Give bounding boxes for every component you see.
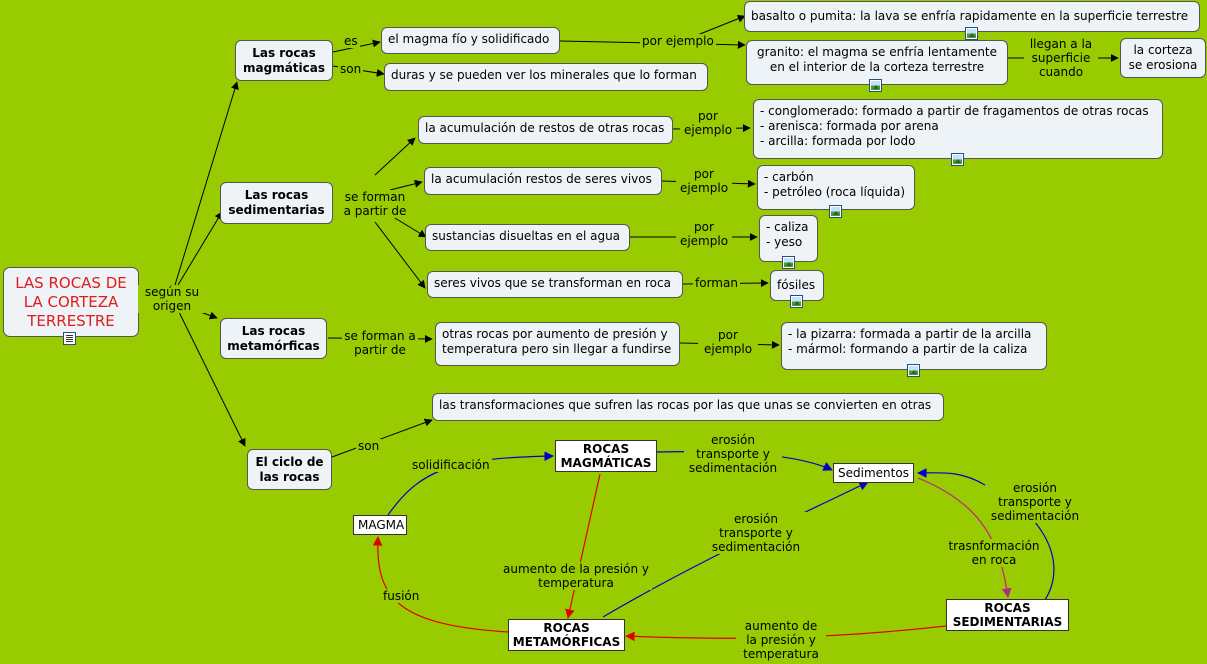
root-topic[interactable]: LAS ROCAS DE LA CORTEZA TERRESTRE (3, 267, 139, 337)
node-ej-sed-2[interactable]: - carbón - petróleo (roca líquida) (757, 165, 915, 210)
node-corteza-erosiona[interactable]: la corteza se erosiona (1120, 38, 1206, 78)
node-ej-sed-1[interactable]: - conglomerado: formado a partir de frag… (753, 99, 1163, 159)
label-forman: forman (693, 276, 740, 290)
node-rocas-sedimentarias[interactable]: Las rocas sedimentarias (220, 182, 333, 224)
label-llegan: llegan a la superficie cuando (1024, 37, 1098, 79)
node-ciclo-rocas[interactable]: El ciclo de las rocas (247, 449, 332, 490)
image-icon[interactable] (907, 364, 920, 377)
node-ej-sed-3[interactable]: - caliza - yeso (759, 215, 818, 262)
node-acumulacion-seres[interactable]: la acumulación restos de seres vivos (424, 167, 662, 195)
cycle-magma[interactable]: MAGMA (353, 515, 407, 535)
label-son-magm: son (338, 62, 364, 76)
cycle-label-erosion-3: erosión transporte y sedimentación (985, 481, 1085, 523)
node-rocas-metamorficas[interactable]: Las rocas metamórficas (220, 318, 327, 359)
cycle-sedimentos[interactable]: Sedimentos (833, 463, 914, 483)
image-icon[interactable] (965, 27, 978, 40)
node-rocas-magmaticas[interactable]: Las rocas magmáticas (235, 40, 333, 81)
cycle-rocas-metamorficas[interactable]: ROCAS METAMÓRFICAS (508, 619, 625, 651)
label-se-forman-met: se forman a partir de (342, 329, 418, 357)
node-basalto[interactable]: basalto o pumita: la lava se enfría rapi… (744, 1, 1200, 32)
node-rocas-magmaticas-label: Las rocas magmáticas (243, 45, 325, 75)
image-icon[interactable] (869, 79, 882, 92)
root-title: LAS ROCAS DE LA CORTEZA TERRESTRE (15, 273, 127, 330)
label-se-forman-sed: se forman a partir de (338, 190, 412, 218)
label-por-ejemplo-4: por ejemplo (676, 220, 732, 248)
node-seres-vivos-roca[interactable]: seres vivos que se transforman en roca (427, 271, 683, 298)
image-icon[interactable] (829, 205, 842, 218)
node-ciclo-rocas-label: El ciclo de las rocas (255, 454, 324, 484)
label-son-ciclo: son (356, 439, 382, 453)
node-magma-frio[interactable]: el magma fío y solidificado (381, 27, 560, 54)
cycle-label-aumento-1: aumento de la presión y temperatura (500, 562, 652, 590)
label-es: es (342, 34, 360, 48)
node-sustancias[interactable]: sustancias disueltas en el agua (425, 224, 630, 251)
cycle-rocas-metamorficas-label: ROCAS METAMÓRFICAS (512, 621, 621, 649)
image-icon[interactable] (782, 256, 795, 269)
label-por-ejemplo-1: por ejemplo (640, 34, 716, 48)
node-duras[interactable]: duras y se pueden ver los minerales que … (384, 63, 708, 91)
cycle-rocas-sedimentarias-label: ROCAS SEDIMENTARIAS (952, 601, 1063, 629)
cycle-rocas-sedimentarias[interactable]: ROCAS SEDIMENTARIAS (946, 599, 1069, 631)
node-ej-sed-4[interactable]: fósiles (770, 270, 824, 301)
node-rocas-metamorficas-label: Las rocas metamórficas (227, 323, 320, 353)
cycle-label-erosion-1: erosión transporte y sedimentación (684, 433, 782, 475)
image-icon[interactable] (951, 153, 964, 166)
node-rocas-sedimentarias-label: Las rocas sedimentarias (228, 188, 325, 217)
node-transformaciones[interactable]: las transformaciones que sufren las roca… (432, 393, 944, 421)
cycle-label-fusion: fusión (381, 589, 422, 603)
image-icon[interactable] (790, 295, 803, 308)
label-segun-origen: según su origen (138, 285, 206, 313)
cycle-label-aumento-2: aumento de la presión y temperatura (736, 619, 826, 661)
cycle-rocas-magmaticas[interactable]: ROCAS MAGMÁTICAS (555, 440, 657, 472)
node-ej-met[interactable]: - la pizarra: formada a partir de la arc… (781, 322, 1047, 370)
label-por-ejemplo-5: por ejemplo (698, 328, 758, 356)
cycle-label-solidificacion: solidificación (410, 458, 492, 472)
node-acumulacion-rocas[interactable]: la acumulación de restos de otras rocas (418, 116, 673, 144)
cycle-label-erosion-2: erosión transporte y sedimentación (702, 512, 810, 554)
note-icon[interactable] (63, 332, 76, 345)
cycle-rocas-magmaticas-label: ROCAS MAGMÁTICAS (560, 442, 652, 470)
label-por-ejemplo-2: por ejemplo (680, 109, 736, 137)
node-otras-rocas[interactable]: otras rocas por aumento de presión y tem… (435, 322, 680, 366)
label-por-ejemplo-3: por ejemplo (676, 167, 732, 195)
cycle-label-transformacion: trasnformación en roca (944, 539, 1044, 567)
